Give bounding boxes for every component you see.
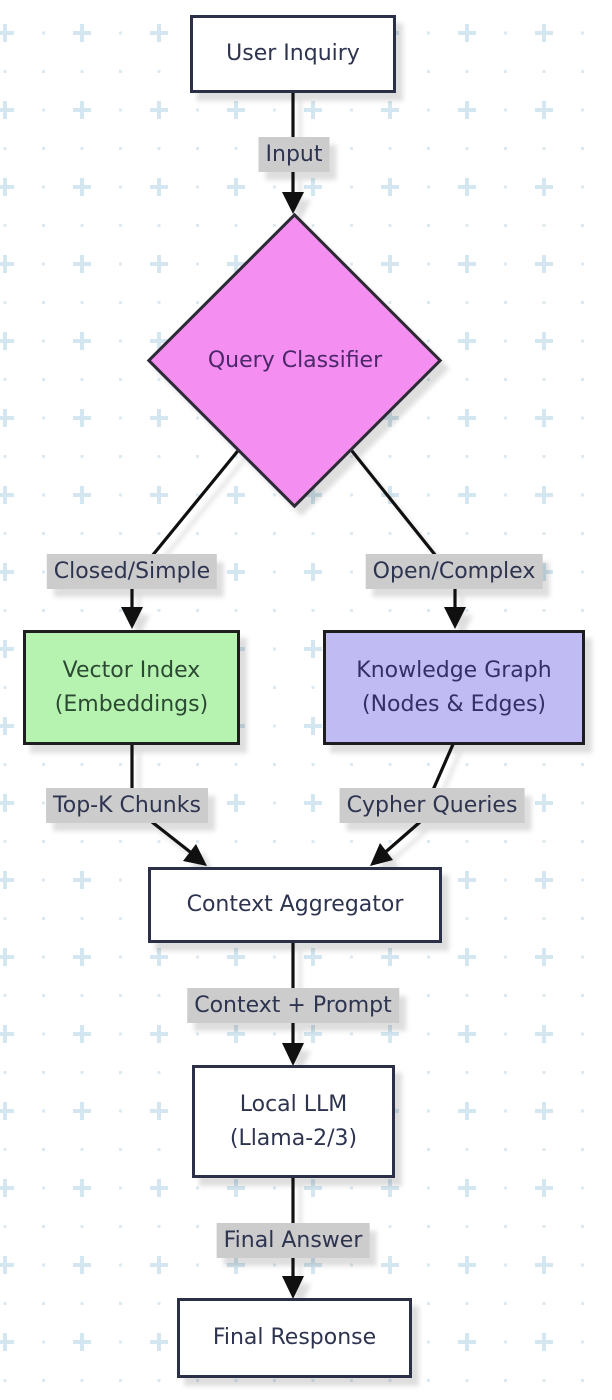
node-vector-index-line2: (Embeddings) <box>54 691 209 717</box>
edge-label-top-k-chunks: Top-K Chunks <box>46 788 208 823</box>
node-final-response-label: Final Response <box>212 1325 377 1350</box>
node-local-llm-line2: (Llama-2/3) <box>229 1125 358 1151</box>
edge-label-closed-simple: Closed/Simple <box>46 554 218 589</box>
node-vector-index: Vector Index (Embeddings) <box>23 630 240 745</box>
arrowhead-into-finalresponse <box>282 1276 304 1299</box>
node-knowledge-graph-line1: Knowledge Graph <box>356 657 552 683</box>
arrowhead-into-classifier <box>282 192 304 214</box>
edge-knowledgegraph-aggregator-upper <box>431 741 456 791</box>
edge-classifier-vectorindex-upper <box>150 434 252 558</box>
edge-label-open-complex: Open/Complex <box>365 554 543 589</box>
arrowhead-into-knowledgegraph <box>444 607 466 629</box>
edge-label-final-answer: Final Answer <box>216 1223 370 1258</box>
node-local-llm: Local LLM (Llama-2/3) <box>192 1065 395 1178</box>
edge-label-cypher-queries: Cypher Queries <box>339 788 525 823</box>
node-context-aggregator-label: Context Aggregator <box>186 892 404 917</box>
node-final-response: Final Response <box>177 1298 412 1378</box>
edge-label-context-prompt: Context + Prompt <box>187 988 399 1023</box>
arrowhead-into-llm <box>282 1043 304 1066</box>
edge-knowledgegraph-aggregator-lower <box>379 820 422 858</box>
node-query-classifier-label: Query Classifier <box>207 348 383 373</box>
node-knowledge-graph-line2: (Nodes & Edges) <box>361 691 546 717</box>
node-context-aggregator: Context Aggregator <box>148 867 442 943</box>
arrowhead-into-aggregator-left <box>183 844 207 866</box>
arrowhead-into-aggregator-right <box>370 843 393 866</box>
node-user-inquiry-label: User Inquiry <box>226 41 360 66</box>
node-local-llm-line1: Local LLM <box>239 1091 348 1117</box>
edge-classifier-knowledgegraph-upper <box>338 435 438 557</box>
edge-vectorindex-aggregator-lower <box>151 820 195 857</box>
node-user-inquiry: User Inquiry <box>190 15 396 93</box>
edge-label-input: Input <box>258 137 330 172</box>
node-vector-index-line1: Vector Index <box>62 657 201 683</box>
arrowhead-into-vectorindex <box>121 607 143 629</box>
node-knowledge-graph: Knowledge Graph (Nodes & Edges) <box>323 630 585 745</box>
node-query-classifier: Query Classifier <box>165 340 425 382</box>
